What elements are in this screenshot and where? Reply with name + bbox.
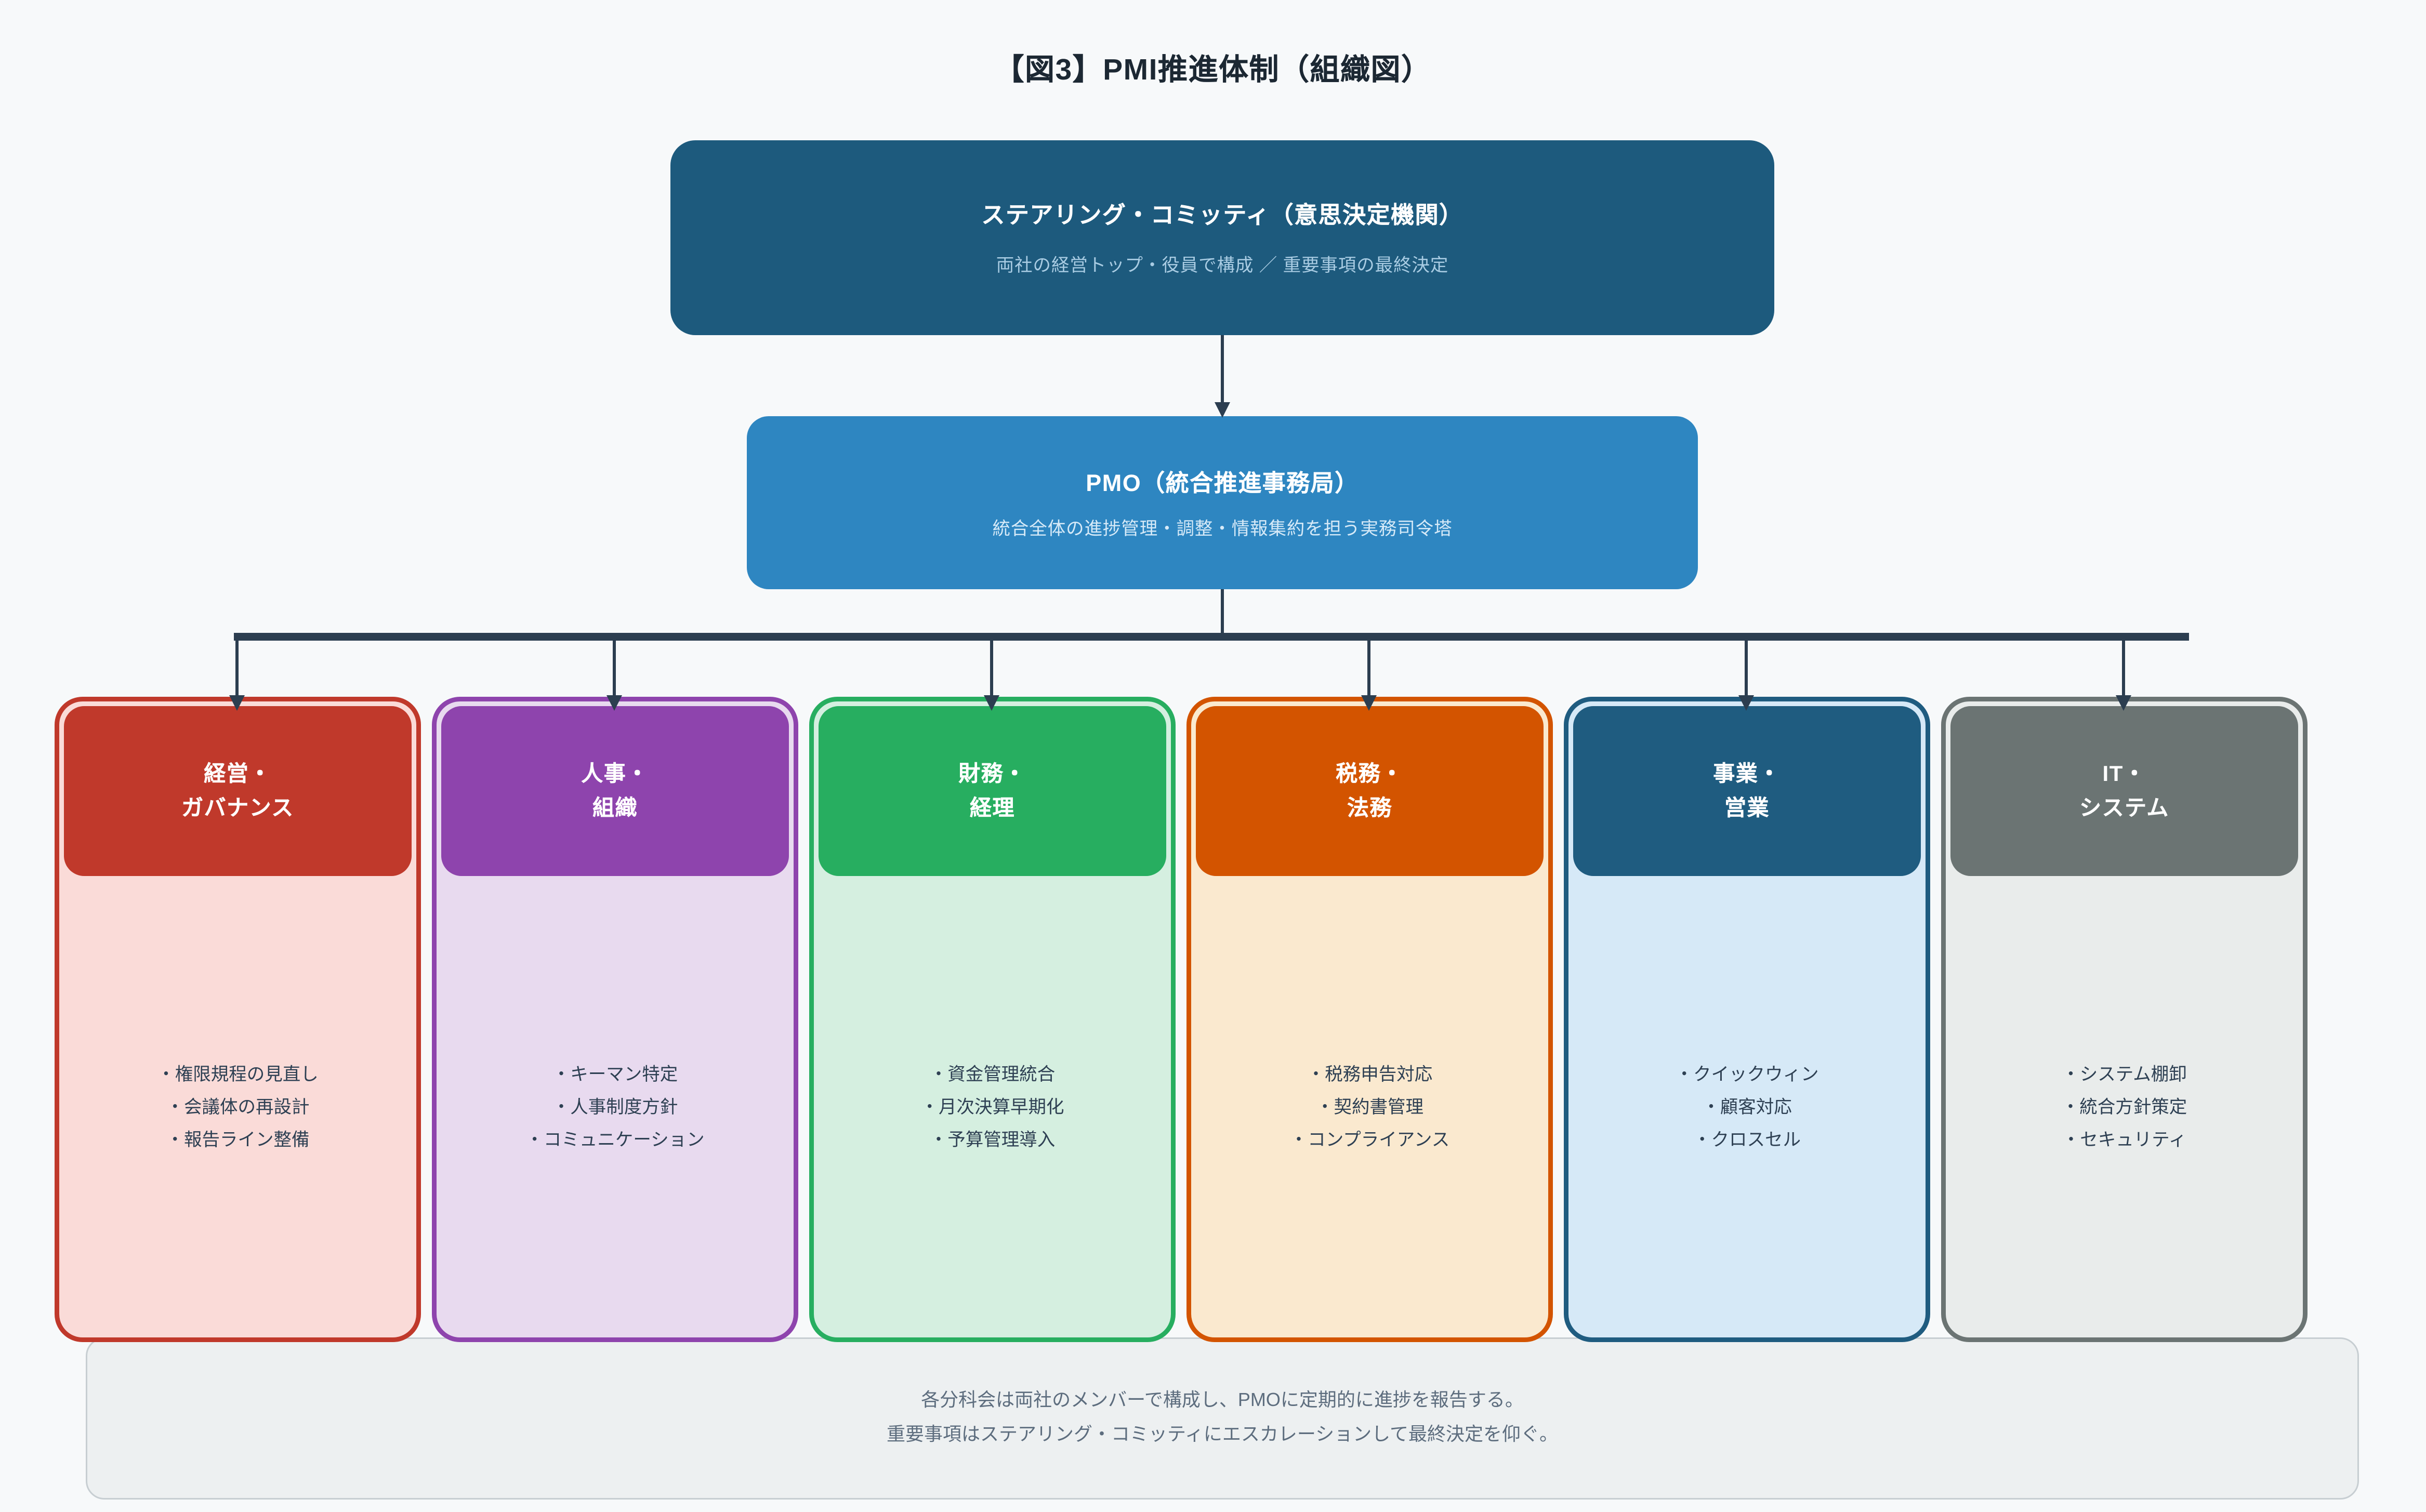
subcommittee-body: ・権限規程の見直し ・会議体の再設計 ・報告ライン整備 [59, 881, 416, 1337]
subcommittee-name-line1: 税務・ [1336, 760, 1404, 786]
subcommittee-header: IT・ システム [1950, 706, 2298, 876]
subcommittee-body: ・キーマン特定 ・人事制度方針 ・コミュニケーション [437, 881, 794, 1337]
subcommittee-card-hr: 人事・ 組織 ・キーマン特定 ・人事制度方針 ・コミュニケーション [432, 697, 798, 1342]
list-item: ・契約書管理 [1316, 1098, 1423, 1118]
subcommittee-body: ・資金管理統合 ・月次決算早期化 ・予算管理導入 [814, 881, 1171, 1337]
subcommittee-card-it-systems: IT・ システム ・システム棚卸 ・統合方針策定 ・セキュリティ [1941, 697, 2308, 1342]
connector-drop-line [1745, 641, 1748, 697]
subcommittee-name-line1: 人事・ [581, 760, 649, 786]
subcommittee-header: 経営・ ガバナンス [64, 706, 412, 876]
footnote-line2: 重要事項はステアリング・コミッティにエスカレーションして最終決定を仰ぐ。 [886, 1423, 1559, 1445]
list-item: ・税務申告対応 [1307, 1065, 1433, 1084]
list-item: ・月次決算早期化 [920, 1098, 1064, 1118]
connector-drop-line [1367, 641, 1370, 697]
list-item: ・コンプライアンス [1289, 1132, 1450, 1151]
steering-committee-label: ステアリング・コミッティ（意思決定機関） [981, 203, 1463, 229]
subcommittee-header: 税務・ 法務 [1196, 706, 1544, 876]
list-item: ・キーマン特定 [552, 1065, 678, 1084]
connector-steering-to-pmo-line [1221, 335, 1224, 404]
subcommittee-name-line1: 財務・ [958, 760, 1026, 786]
list-item: ・コミュニケーション [525, 1132, 705, 1151]
subcommittee-body: ・クイックウィン ・顧客対応 ・クロスセル [1568, 881, 1926, 1337]
list-item: ・予算管理導入 [929, 1132, 1056, 1151]
subcommittee-name-line2: 組織 [592, 794, 638, 819]
subcommittee-card-governance: 経営・ ガバナンス ・権限規程の見直し ・会議体の再設計 ・報告ライン整備 [55, 697, 421, 1342]
distribution-bar [234, 633, 2189, 641]
connector-drop-line [613, 641, 616, 697]
arrow-down-icon [229, 695, 245, 711]
list-item: ・会議体の再設計 [166, 1098, 310, 1118]
list-item: ・人事制度方針 [552, 1098, 678, 1118]
arrow-down-icon [2116, 695, 2131, 711]
list-item: ・クロスセル [1693, 1132, 1801, 1151]
connector-drop-line [2122, 641, 2125, 697]
arrow-down-icon [1361, 695, 1377, 711]
subcommittee-name-line1: IT・ [2102, 760, 2146, 786]
list-item: ・統合方針策定 [2061, 1098, 2187, 1118]
subcommittee-name-line2: システム [2079, 794, 2169, 819]
subcommittee-name-line2: 営業 [1724, 794, 1770, 819]
list-item: ・資金管理統合 [929, 1065, 1056, 1084]
list-item: ・権限規程の見直し [157, 1065, 319, 1084]
steering-committee-node: ステアリング・コミッティ（意思決定機関） 両社の経営トップ・役員で構成 ／ 重要… [670, 140, 1774, 335]
steering-committee-description: 両社の経営トップ・役員で構成 ／ 重要事項の最終決定 [996, 257, 1449, 276]
footnote-box: 各分科会は両社のメンバーで構成し、PMOに定期的に進捗を報告する。 重要事項はス… [86, 1337, 2359, 1500]
subcommittee-header: 人事・ 組織 [441, 706, 789, 876]
arrow-down-icon [1215, 402, 1230, 418]
subcommittee-body: ・税務申告対応 ・契約書管理 ・コンプライアンス [1191, 881, 1548, 1337]
connector-drop-line [990, 641, 993, 697]
connector-drop-line [235, 641, 239, 697]
subcommittee-body: ・システム棚卸 ・統合方針策定 ・セキュリティ [1946, 881, 2303, 1337]
connector-pmo-to-bar-line [1221, 589, 1224, 636]
subcommittee-name-line1: 事業・ [1713, 760, 1781, 786]
pmo-label: PMO（統合推進事務局） [1086, 470, 1359, 497]
list-item: ・顧客対応 [1702, 1098, 1792, 1118]
page-title: 【図3】PMI推進体制（組織図） [994, 55, 1432, 87]
subcommittee-header: 財務・ 経理 [819, 706, 1166, 876]
subcommittee-card-tax-legal: 税務・ 法務 ・税務申告対応 ・契約書管理 ・コンプライアンス [1186, 697, 1553, 1342]
subcommittee-card-finance: 財務・ 経理 ・資金管理統合 ・月次決算早期化 ・予算管理導入 [809, 697, 1176, 1342]
subcommittee-card-business-sales: 事業・ 営業 ・クイックウィン ・顧客対応 ・クロスセル [1564, 697, 1930, 1342]
subcommittee-name-line2: ガバナンス [181, 794, 294, 819]
subcommittee-name-line1: 経営・ [204, 760, 272, 786]
list-item: ・クイックウィン [1675, 1065, 1819, 1084]
arrow-down-icon [1738, 695, 1754, 711]
subcommittee-header: 事業・ 営業 [1573, 706, 1921, 876]
subcommittee-name-line2: 経理 [970, 794, 1015, 819]
pmo-node: PMO（統合推進事務局） 統合全体の進捗管理・調整・情報集約を担う実務司令塔 [747, 416, 1698, 589]
pmo-description: 統合全体の進捗管理・調整・情報集約を担う実務司令塔 [992, 520, 1453, 539]
list-item: ・セキュリティ [2062, 1132, 2187, 1151]
subcommittee-name-line2: 法務 [1347, 794, 1392, 819]
footnote-line1: 各分科会は両社のメンバーで構成し、PMOに定期的に進捗を報告する。 [921, 1389, 1524, 1412]
list-item: ・報告ライン整備 [166, 1132, 310, 1151]
arrow-down-icon [984, 695, 999, 711]
arrow-down-icon [606, 695, 622, 711]
list-item: ・システム棚卸 [2062, 1065, 2187, 1084]
